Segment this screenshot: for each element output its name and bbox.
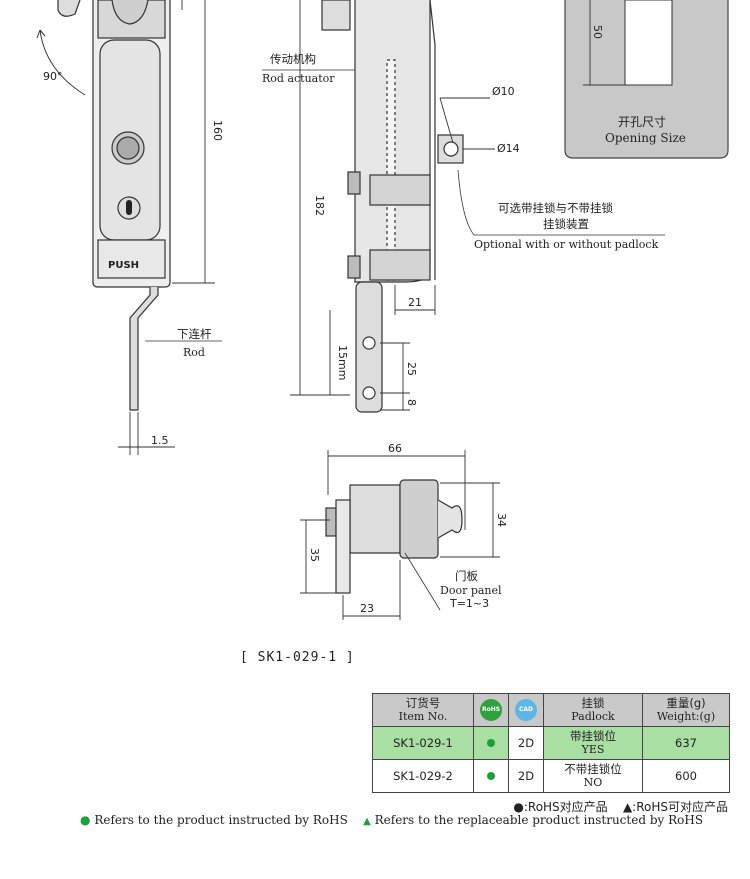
green-dot-icon: ●: [80, 813, 91, 827]
table-header-row: 订货号 Item No. RoHS CAD 挂锁 Padlock 重量(g) W…: [372, 693, 730, 727]
dim-160-label: 160: [211, 120, 224, 141]
cell-cad: 2D: [508, 759, 544, 793]
header-weight: 重量(g) Weight:(g): [642, 693, 730, 727]
cell-padlock: 不带挂锁位 NO: [543, 759, 643, 793]
padlock-opt-cn1: 可选带挂锁与不带挂锁: [498, 201, 613, 215]
dim-34-label: 34: [495, 513, 508, 527]
dim-182-label: 182: [313, 195, 326, 216]
opening-cn: 开孔尺寸: [618, 115, 666, 129]
door-cn: 门板: [455, 569, 478, 583]
door-t: T=1~3: [449, 597, 489, 610]
legend-tri-cn: ▲:RoHS可对应产品: [622, 800, 728, 814]
dim-8-label: 8: [405, 399, 418, 406]
cell-rohs: [473, 726, 509, 760]
legend-dot-en: Refers to the product instructed by RoHS: [94, 813, 348, 827]
padlock-opt-cn2: 挂锁装置: [543, 217, 589, 231]
dim-160-line: [172, 0, 215, 284]
cell-item: SK1-029-2: [372, 759, 474, 793]
legend-tri-en: Refers to the replaceable product instru…: [374, 813, 704, 827]
header-item-cn: 订货号: [405, 696, 441, 710]
door-en: Door panel: [440, 584, 502, 597]
header-weight-cn: 重量(g): [666, 696, 706, 710]
rod-label-en: Rod: [183, 346, 205, 359]
cell-padlock-cn: 带挂锁位: [570, 729, 616, 743]
header-cad: CAD: [508, 693, 544, 727]
opening-en: Opening Size: [605, 131, 686, 145]
dim-d14-label: Ø14: [497, 142, 520, 155]
front-view: [36, 0, 171, 411]
legend-en: ● Refers to the product instructed by Ro…: [80, 813, 703, 827]
dim-d10-label: Ø10: [492, 85, 515, 98]
rod-actuator-cn: 传动机构: [270, 52, 316, 66]
header-weight-en: Weight:(g): [656, 710, 716, 723]
cell-padlock: 带挂锁位 YES: [543, 726, 643, 760]
table-row: SK1-029-2 2D 不带挂锁位 NO 600: [372, 759, 730, 793]
dim-50-label: 50: [591, 25, 604, 39]
rohs-dot-icon: [487, 738, 495, 747]
padlock-opt-en: Optional with or without padlock: [474, 238, 659, 251]
angle-label: 90°: [43, 70, 63, 83]
rohs-dot-icon: [487, 771, 495, 780]
side-view: [321, 0, 464, 413]
header-item-en: Item No.: [398, 710, 448, 723]
top-view: [325, 479, 463, 611]
dim-66-label: 66: [388, 442, 402, 455]
push-label: PUSH: [108, 260, 139, 271]
legend-cn: ●:RoHS对应产品 ▲:RoHS可对应产品: [513, 798, 728, 815]
cad-icon: CAD: [515, 699, 537, 721]
header-rohs: RoHS: [473, 693, 509, 727]
green-triangle-icon: ▲: [363, 816, 371, 827]
dim-21-label: 21: [408, 296, 422, 309]
cell-padlock-en: YES: [581, 743, 605, 756]
dim-15mm-label: 15mm: [336, 345, 349, 380]
cell-weight: 600: [642, 759, 730, 793]
dim-1-5-label: 1.5: [151, 434, 169, 447]
rod-label-cn: 下连杆: [177, 327, 212, 341]
dim-25-label: 25: [405, 362, 418, 376]
cell-padlock-cn: 不带挂锁位: [564, 762, 622, 776]
legend-dot-cn: ●:RoHS对应产品: [513, 800, 608, 814]
header-item: 订货号 Item No.: [372, 693, 474, 727]
table-row: SK1-029-1 2D 带挂锁位 YES 637: [372, 726, 730, 760]
cell-item: SK1-029-1: [372, 726, 474, 760]
header-padlock-cn: 挂锁: [581, 696, 605, 710]
opening-size-box: [564, 0, 729, 159]
rohs-icon: RoHS: [480, 699, 502, 721]
dim-35-label: 35: [308, 548, 321, 562]
model-code: [ SK1-029-1 ]: [240, 650, 355, 665]
cell-cad: 2D: [508, 726, 544, 760]
rod-actuator-en: Rod actuator: [262, 72, 335, 85]
spec-table: 订货号 Item No. RoHS CAD 挂锁 Padlock 重量(g) W…: [372, 693, 730, 793]
cell-weight: 637: [642, 726, 730, 760]
dim-1-5-line: [118, 412, 175, 455]
dim-182-line: [290, 0, 350, 396]
cell-rohs: [473, 759, 509, 793]
dim-23-label: 23: [360, 602, 374, 615]
header-padlock: 挂锁 Padlock: [543, 693, 643, 727]
cell-padlock-en: NO: [583, 776, 603, 789]
header-padlock-en: Padlock: [571, 710, 615, 723]
